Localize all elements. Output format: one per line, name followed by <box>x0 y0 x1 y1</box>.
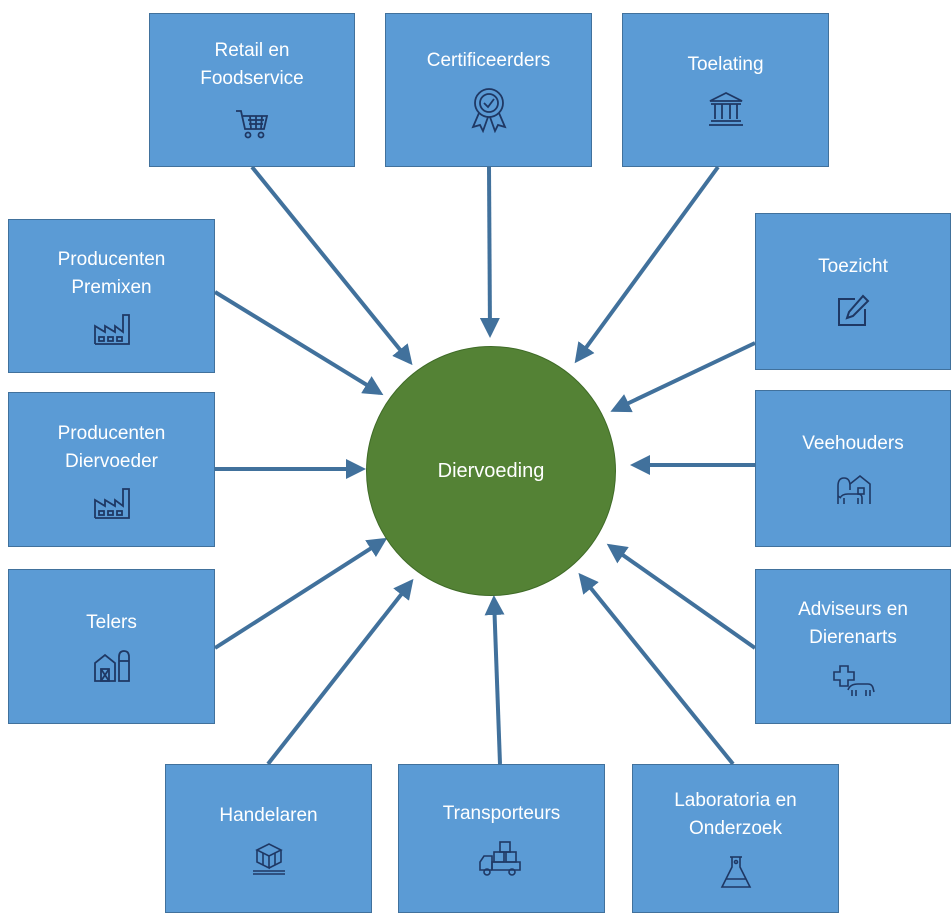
arrow-toezicht <box>610 341 756 413</box>
node-laboratoria-onderzoek: Laboratoria en Onderzoek <box>632 764 839 913</box>
center-label: Diervoeding <box>437 459 545 482</box>
node-label: Toelating <box>687 54 764 75</box>
pallet-boxes-icon <box>249 840 289 876</box>
lab-flask-icon <box>718 853 754 891</box>
delivery-truck-icon <box>478 838 526 878</box>
shopping-cart-icon <box>232 103 272 143</box>
node-label: Producenten Diervoeder <box>57 422 166 472</box>
award-badge-icon <box>467 85 511 133</box>
factory-icon <box>92 486 132 520</box>
arrow-certificeerders <box>479 166 500 338</box>
node-label: Producenten Premixen <box>57 249 166 298</box>
factory-icon <box>92 312 132 346</box>
node-label: Handelaren <box>219 804 318 826</box>
node-toelating: Toelating <box>622 13 829 167</box>
arrow-transporteurs <box>484 595 505 765</box>
node-label: Toezicht <box>818 255 888 277</box>
node-transporteurs: Transporteurs <box>398 764 605 913</box>
node-label: Laboratoria en Onderzoek <box>674 789 797 839</box>
node-label: Certificeerders <box>426 50 551 71</box>
arrow-telers <box>213 537 388 650</box>
node-veehouders: Veehouders <box>755 390 951 547</box>
government-building-icon <box>706 89 746 129</box>
node-producenten-premixen: Producenten Premixen <box>8 219 215 373</box>
node-label: Adviseurs en Dierenarts <box>798 598 908 648</box>
arrow-adviseurs <box>606 543 757 650</box>
node-telers: Telers <box>8 569 215 724</box>
edit-pencil-icon <box>833 291 873 331</box>
vet-cross-animal-icon <box>830 662 876 698</box>
node-toezicht: Toezicht <box>755 213 951 370</box>
arrow-handelaren <box>266 578 414 766</box>
node-label: Retail en Foodservice <box>200 40 304 89</box>
node-adviseurs-dierenarts: Adviseurs en Dierenarts <box>755 569 951 724</box>
arrow-toelating <box>574 165 720 364</box>
node-retail-foodservice: Retail en Foodservice <box>149 13 355 167</box>
arrow-laboratoria <box>578 572 735 766</box>
node-label: Transporteurs <box>442 802 561 824</box>
node-label: Veehouders <box>802 432 904 454</box>
arrow-retail <box>250 165 413 366</box>
livestock-barn-icon <box>832 468 874 508</box>
center-node-diervoeding: Diervoeding <box>366 346 616 596</box>
node-producenten-diervoeder: Producenten Diervoeder <box>8 392 215 547</box>
node-label: Telers <box>86 611 137 633</box>
farm-barn-icon <box>91 647 133 685</box>
node-handelaren: Handelaren <box>165 764 372 913</box>
node-certificeerders: Certificeerders <box>385 13 592 167</box>
arrow-premixen <box>213 290 384 396</box>
